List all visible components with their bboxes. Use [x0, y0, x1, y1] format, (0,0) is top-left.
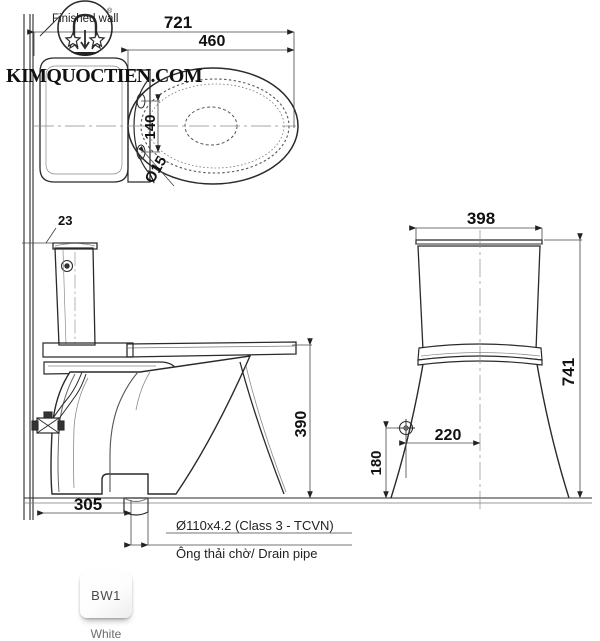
wall-note-leader: [39, 15, 61, 37]
dim-23: [22, 227, 62, 244]
dim-hole-leader: [138, 145, 175, 187]
dim-220: [399, 434, 481, 478]
brand-logo-watermark: ®: [57, 0, 113, 56]
finished-wall: [23, 14, 34, 520]
dim-label-hole-diameter: Ø15: [142, 153, 171, 186]
wall-note-label: Finished wall: [52, 13, 118, 25]
dim-label-741: 741: [559, 358, 578, 386]
dim-398: [409, 225, 543, 242]
dim-label-220: 220: [435, 427, 462, 444]
top-view-plan: [34, 57, 299, 185]
callout-pipe-name: Ông thải chờ/ Drain pipe: [176, 546, 318, 561]
dim-label-180: 180: [368, 450, 385, 475]
registered-mark: ®: [107, 7, 113, 15]
color-swatch-name: White: [90, 627, 122, 641]
callout-pipe-spec: Ø110x4.2 (Class 3 - TCVN): [176, 518, 334, 533]
dim-drain-pipe: [124, 532, 352, 548]
dim-180: [383, 421, 404, 499]
dim-label-460: 460: [199, 33, 226, 50]
dim-305: [37, 500, 149, 545]
angle-valve: [31, 411, 65, 434]
color-swatch-group: BW1 White: [58, 572, 154, 641]
dim-label-398: 398: [467, 209, 495, 228]
dim-label-721: 721: [164, 13, 192, 32]
floor-line: [24, 497, 592, 504]
dim-label-140: 140: [142, 114, 159, 139]
site-watermark: KIMQUOCTIEN.COM: [6, 65, 203, 87]
dim-390: [292, 338, 313, 499]
side-view-elevation: [31, 242, 297, 516]
color-swatch-bw1[interactable]: BW1: [80, 572, 132, 618]
color-swatch-code: BW1: [91, 587, 121, 603]
dim-label-23: 23: [58, 213, 72, 228]
dim-741: [544, 233, 583, 499]
dim-460: [121, 47, 295, 72]
dim-label-390: 390: [293, 411, 310, 438]
dim-label-305: 305: [74, 495, 102, 514]
front-view-elevation: [390, 230, 570, 510]
